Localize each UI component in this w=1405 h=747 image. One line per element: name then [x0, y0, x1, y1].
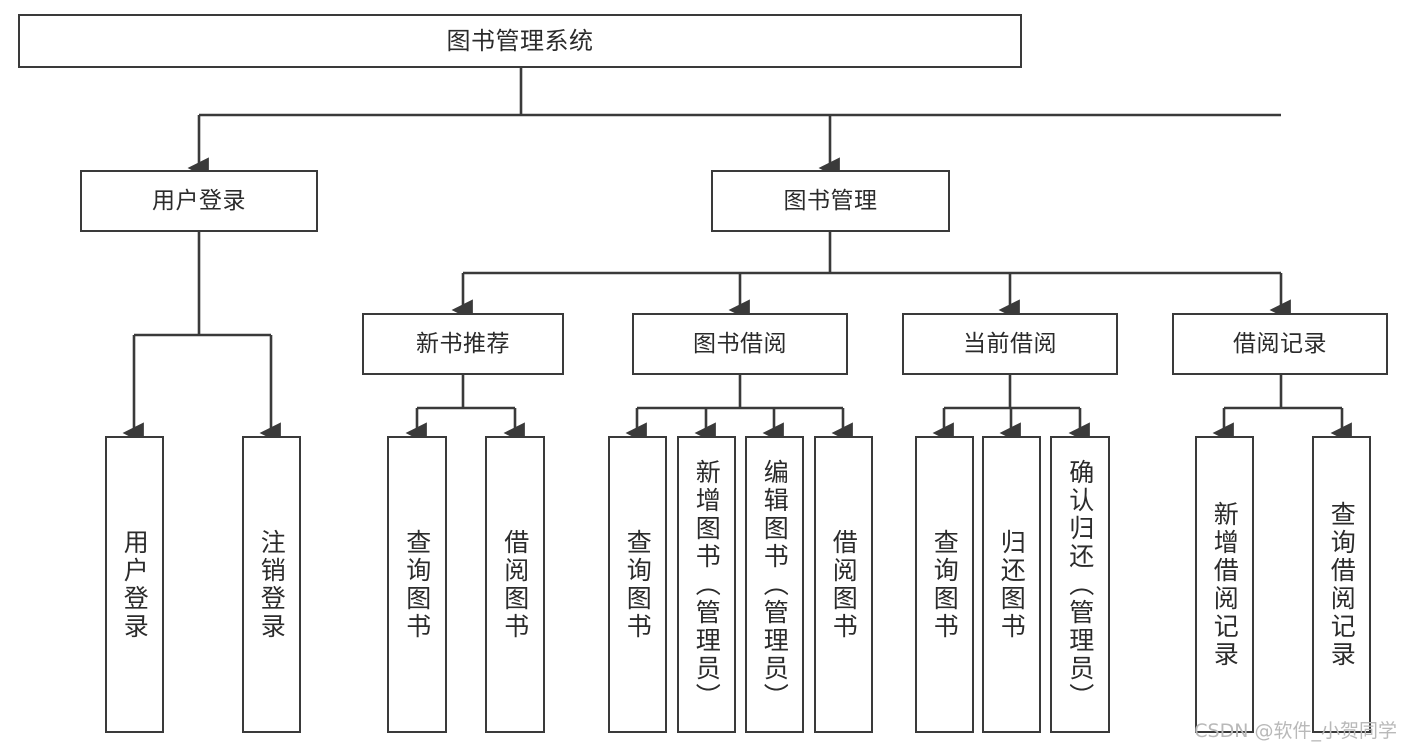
node-new-book-recommend-label: 新书推荐: [416, 330, 510, 357]
node-leaf-borrow-book-2[interactable]: 借阅图书: [814, 436, 873, 733]
node-leaf-add-book[interactable]: 新增图书（管理员）: [677, 436, 736, 733]
node-root-label: 图书管理系统: [446, 27, 594, 55]
node-root[interactable]: 图书管理系统: [18, 14, 1022, 68]
csdn-watermark: CSDN @软件_小贺同学: [1194, 720, 1397, 742]
node-leaf-return-book-label: 归还图书: [997, 528, 1027, 641]
node-leaf-user-login-label: 用户登录: [120, 528, 150, 641]
node-leaf-borrow-book-1[interactable]: 借阅图书: [485, 436, 545, 733]
node-book-borrow[interactable]: 图书借阅: [632, 313, 848, 375]
node-leaf-borrow-book-2-label: 借阅图书: [829, 528, 859, 641]
node-leaf-confirm-return-label: 确认归还（管理员）: [1065, 458, 1095, 711]
node-leaf-return-book[interactable]: 归还图书: [982, 436, 1041, 733]
node-leaf-query-book-3-label: 查询图书: [930, 528, 960, 641]
node-leaf-logout[interactable]: 注销登录: [242, 436, 301, 733]
node-user-login[interactable]: 用户登录: [80, 170, 318, 232]
node-leaf-borrow-book-1-label: 借阅图书: [500, 528, 530, 641]
node-leaf-query-record-label: 查询借阅记录: [1327, 500, 1357, 669]
node-leaf-logout-label: 注销登录: [257, 528, 287, 641]
node-book-borrow-label: 图书借阅: [693, 330, 787, 357]
node-current-borrow[interactable]: 当前借阅: [902, 313, 1118, 375]
node-leaf-query-book-2-label: 查询图书: [623, 528, 653, 641]
node-book-manage[interactable]: 图书管理: [711, 170, 950, 232]
node-leaf-edit-book-label: 编辑图书（管理员）: [760, 458, 790, 711]
node-leaf-add-record-label: 新增借阅记录: [1210, 500, 1240, 669]
node-leaf-confirm-return[interactable]: 确认归还（管理员）: [1050, 436, 1110, 733]
node-current-borrow-label: 当前借阅: [963, 330, 1057, 357]
node-leaf-user-login[interactable]: 用户登录: [105, 436, 164, 733]
node-leaf-add-book-label: 新增图书（管理员）: [692, 458, 722, 711]
node-borrow-record-label: 借阅记录: [1233, 330, 1327, 357]
node-borrow-record[interactable]: 借阅记录: [1172, 313, 1388, 375]
node-leaf-edit-book[interactable]: 编辑图书（管理员）: [745, 436, 804, 733]
node-leaf-add-record[interactable]: 新增借阅记录: [1195, 436, 1254, 733]
node-leaf-query-book-1-label: 查询图书: [402, 528, 432, 641]
node-leaf-query-book-1[interactable]: 查询图书: [387, 436, 447, 733]
node-new-book-recommend[interactable]: 新书推荐: [362, 313, 564, 375]
node-user-login-label: 用户登录: [152, 187, 246, 214]
node-leaf-query-record[interactable]: 查询借阅记录: [1312, 436, 1371, 733]
node-book-manage-label: 图书管理: [783, 187, 878, 214]
node-leaf-query-book-3[interactable]: 查询图书: [915, 436, 974, 733]
node-leaf-query-book-2[interactable]: 查询图书: [608, 436, 667, 733]
